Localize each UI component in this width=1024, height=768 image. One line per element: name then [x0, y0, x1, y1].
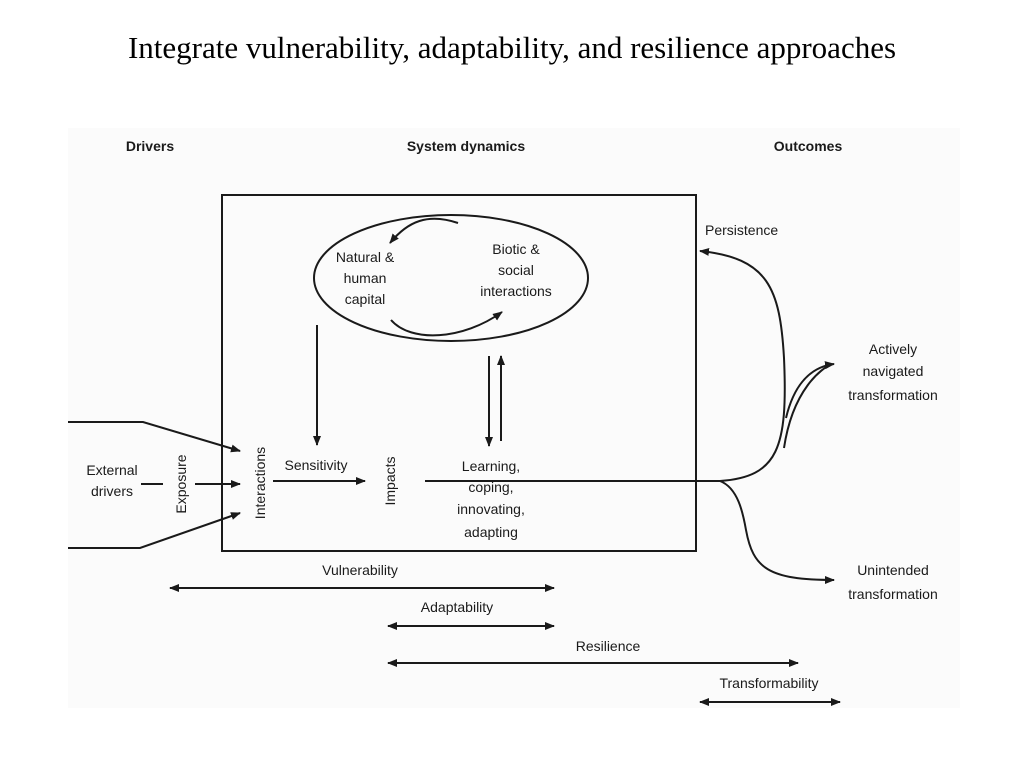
- biotic-line-3: interactions: [480, 283, 552, 299]
- exposure-lower-arrow: [68, 512, 241, 549]
- actively-line-1: Actively: [869, 341, 917, 357]
- unintended-line-2: transformation: [848, 586, 937, 602]
- capital-ellipse: [313, 214, 589, 342]
- system-box: [221, 194, 697, 552]
- persistence-label: Persistence: [705, 222, 778, 238]
- capital-line-3: capital: [345, 291, 385, 307]
- learning-line-1: Learning,: [462, 458, 520, 474]
- biotic-line-1: Biotic &: [492, 241, 540, 257]
- unintended-arrow: [719, 480, 835, 584]
- header-outcomes: Outcomes: [774, 138, 843, 154]
- slide-title: Integrate vulnerability, adaptability, a…: [127, 30, 897, 65]
- diagram-panel: Drivers System dynamics Outcomes Natural…: [68, 128, 960, 708]
- unintended-line-1: Unintended: [857, 562, 929, 578]
- capital-line-2: human: [344, 270, 387, 286]
- transformability-label: Transformability: [719, 675, 818, 691]
- learning-line-3: innovating,: [457, 501, 525, 517]
- biotic-line-2: social: [498, 262, 534, 278]
- interactions-label: Interactions: [252, 447, 268, 519]
- framework-diagram: Drivers System dynamics Outcomes Natural…: [68, 138, 938, 706]
- adaptability-label: Adaptability: [421, 599, 493, 615]
- learning-line-4: adapting: [464, 524, 518, 540]
- external-drivers-line-2: drivers: [91, 483, 133, 499]
- actively-line-2: navigated: [863, 363, 924, 379]
- header-system-dynamics: System dynamics: [407, 138, 525, 154]
- persistence-arrow: [699, 247, 786, 482]
- header-drivers: Drivers: [126, 138, 174, 154]
- exposure-upper-arrow: [68, 421, 241, 453]
- exposure-label: Exposure: [173, 454, 189, 513]
- sensitivity-label: Sensitivity: [284, 457, 347, 473]
- external-drivers-line-1: External: [86, 462, 137, 478]
- vulnerability-label: Vulnerability: [322, 562, 398, 578]
- cycle-arrow-top: [389, 217, 459, 244]
- resilience-label: Resilience: [576, 638, 641, 654]
- impacts-label: Impacts: [382, 456, 398, 505]
- learning-line-2: coping,: [468, 479, 513, 495]
- actively-line-3: transformation: [848, 387, 937, 403]
- navigated-arrow: [785, 361, 835, 419]
- capital-line-1: Natural &: [336, 249, 395, 265]
- cycle-arrow-bottom: [390, 311, 503, 337]
